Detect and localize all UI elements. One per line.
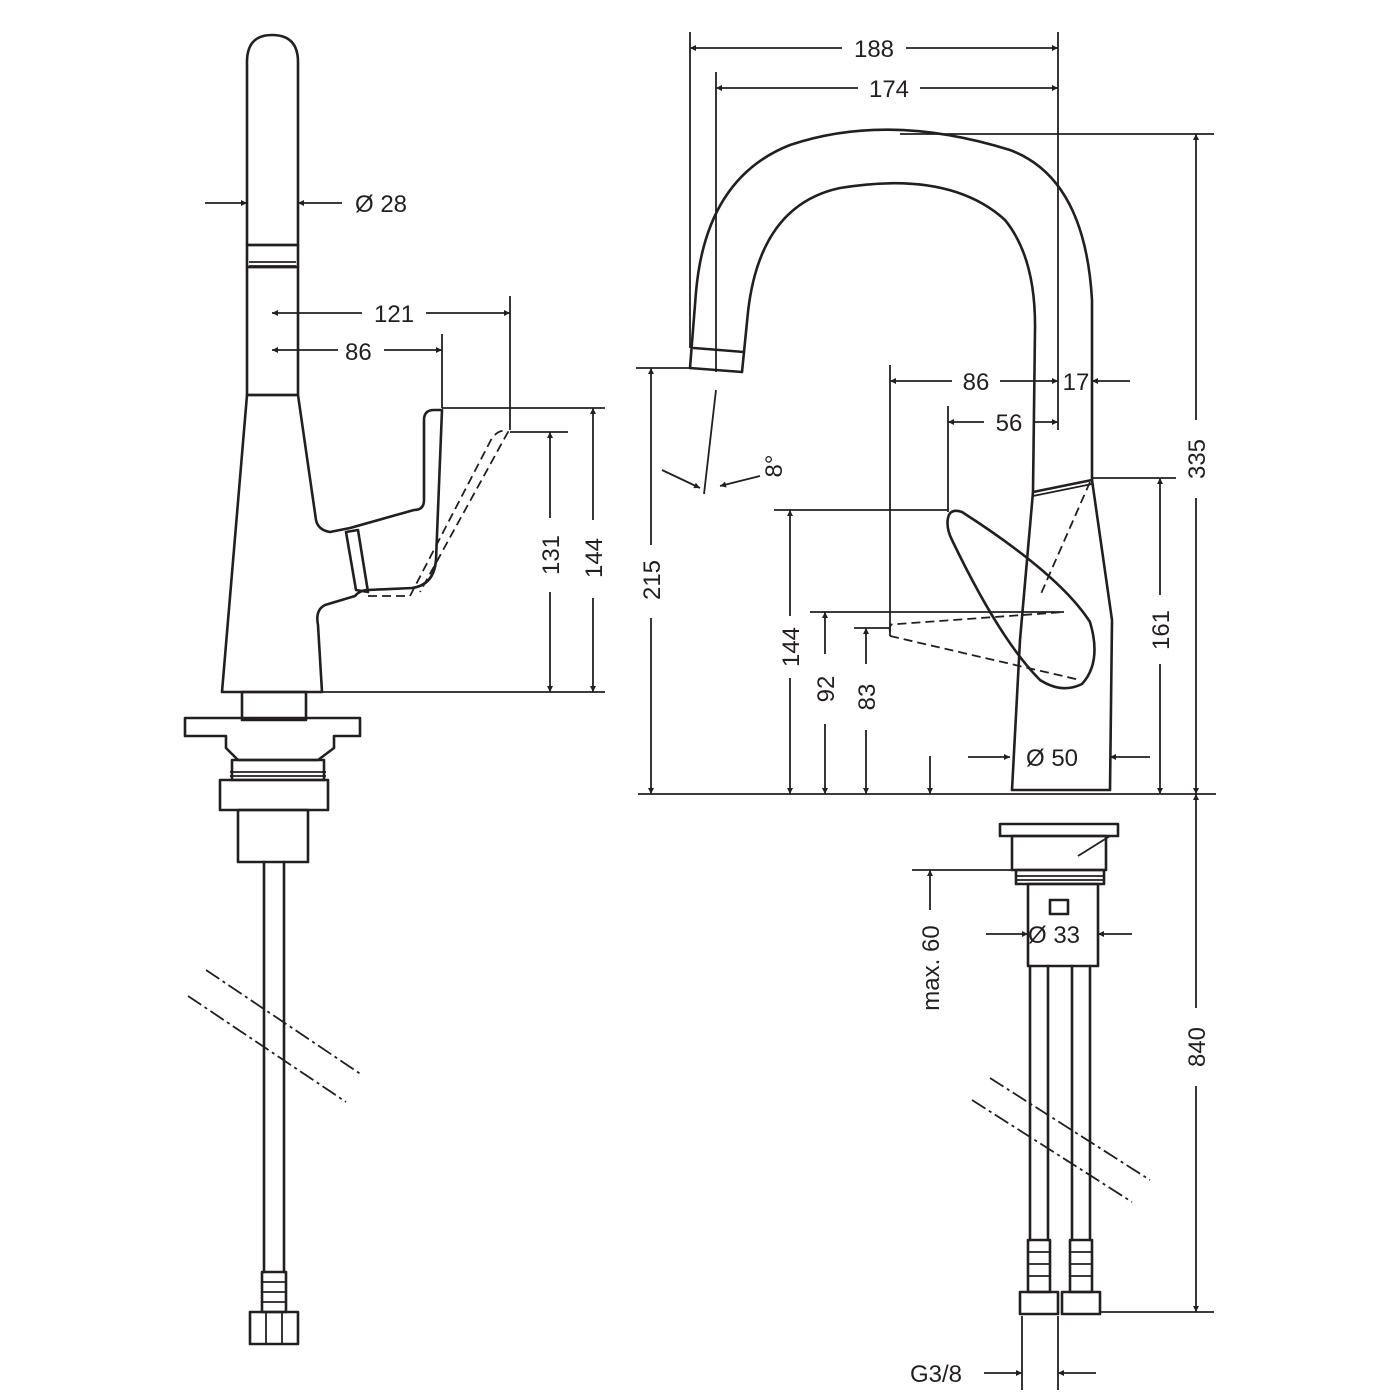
- side-view: [183, 33, 510, 1346]
- front-hose-nut-right: [1060, 1290, 1102, 1316]
- side-spout-neck: [245, 265, 300, 397]
- front-break-line-1: [989, 1077, 1151, 1181]
- front-dim-174: 174: [869, 76, 909, 103]
- front-deck-ring: [998, 822, 1120, 838]
- front-view: [688, 128, 1151, 1316]
- front-nut: [1014, 868, 1106, 886]
- front-dim-215: 215: [639, 560, 666, 600]
- side-shank: [240, 690, 308, 722]
- front-hose-fitting-right: [1068, 1238, 1094, 1294]
- side-hose-nut: [248, 1310, 300, 1346]
- front-dim-161: 161: [1148, 610, 1175, 650]
- front-shank: [1010, 834, 1108, 872]
- front-hose-nut-left: [1018, 1290, 1060, 1316]
- front-break-line-2: [971, 1099, 1133, 1203]
- front-diameter-33: Ø 33: [1028, 922, 1080, 949]
- front-dim-83: 83: [854, 684, 881, 711]
- side-dim-86: 86: [345, 339, 372, 366]
- side-handle: [344, 528, 370, 594]
- side-dimensions: Ø 28 121 86 131 144: [205, 191, 608, 693]
- side-dim-144: 144: [581, 538, 608, 578]
- front-lever: [946, 509, 1096, 690]
- front-max-60: max. 60: [918, 925, 945, 1010]
- side-diameter-28: Ø 28: [355, 191, 407, 218]
- front-thread: [1026, 882, 1100, 968]
- front-dimensions: 188 174 335 86 17 56 8° 215: [636, 32, 1216, 1390]
- front-dim-56: 56: [996, 410, 1023, 437]
- side-dim-131: 131: [538, 535, 565, 575]
- front-dim-86: 86: [963, 369, 990, 396]
- front-spout-inner: [740, 181, 1037, 494]
- front-diameter-50: Ø 50: [1026, 745, 1078, 772]
- side-break-line-2: [187, 995, 347, 1103]
- front-spout-outer: [688, 128, 1094, 482]
- side-dim-121: 121: [374, 301, 414, 328]
- front-dim-17: 17: [1063, 369, 1090, 396]
- front-hose-fitting-left: [1026, 1238, 1052, 1294]
- front-thread-g38: G3/8: [910, 1361, 962, 1388]
- front-dim-188: 188: [854, 36, 894, 63]
- side-clamp: [218, 778, 330, 812]
- side-body: [220, 393, 444, 694]
- front-angle-8: 8°: [761, 455, 788, 478]
- side-break-line-1: [205, 969, 363, 1076]
- side-spout-ring: [245, 243, 300, 269]
- front-dim-144: 144: [778, 627, 805, 667]
- side-handle-ghost: [368, 429, 510, 597]
- front-body: [1010, 478, 1114, 792]
- side-spout: [245, 33, 300, 247]
- front-dim-335: 335: [1184, 439, 1211, 479]
- side-nut: [230, 758, 326, 782]
- front-dim-92: 92: [813, 676, 840, 703]
- front-lever-ghost: [888, 481, 1091, 681]
- side-deck-plate: [183, 716, 362, 762]
- front-dim-840: 840: [1184, 1027, 1211, 1067]
